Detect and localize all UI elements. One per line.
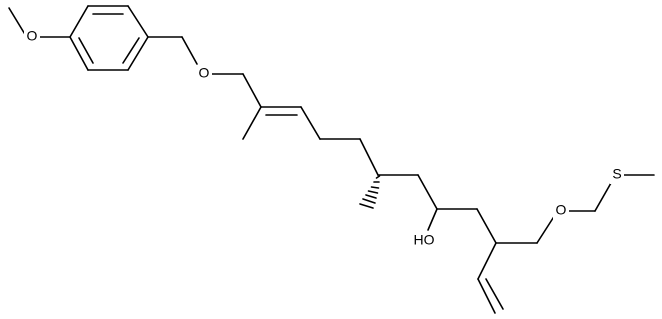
bond-ring-3 — [127, 5, 149, 38]
bond-ring-4 — [127, 36, 149, 71]
oxygen-methoxy-atom: O — [24, 28, 40, 46]
bond-ch2-c-alkene — [242, 73, 262, 108]
bond-ring-6 — [69, 36, 89, 71]
bond-chain-4 — [417, 174, 438, 210]
oxygen-benzyl-ether-atom: O — [196, 65, 212, 83]
oxygen-mom-ether-label: O — [556, 202, 567, 218]
bond-ring-inner-right — [122, 37, 140, 64]
hydroxyl-label: HO — [414, 232, 435, 248]
hydroxyl-atom: HO — [411, 232, 437, 250]
oxygen-benzyl-ether-label: O — [199, 65, 210, 81]
oxygen-methoxy-label: O — [27, 28, 38, 44]
bond-ch2-o-benzyl — [181, 36, 198, 65]
bond-ch2-s — [594, 182, 612, 212]
bond-chain-6 — [476, 208, 497, 244]
bond-chain-2 — [359, 138, 379, 176]
bond-c-alkene-methyl — [242, 106, 262, 140]
oxygen-mom-ether-atom: O — [553, 202, 569, 220]
bond-carbinol-oh — [427, 208, 438, 231]
bond-vinyl-double-a — [477, 278, 496, 314]
bond-ch2-o-right — [536, 214, 556, 244]
sulfur-atom: S — [610, 166, 624, 184]
bond-vinyl-1 — [477, 242, 497, 280]
atom-labels: O O HO O S — [24, 28, 624, 250]
bonds — [8, 5, 655, 314]
bond-vinyl-double-b — [485, 278, 504, 310]
bond-ring-1 — [69, 5, 89, 38]
sulfur-label: S — [612, 166, 621, 182]
bond-alkene-chain — [300, 106, 321, 140]
bond-methyl-o-methoxy — [8, 7, 27, 37]
hashed-wedge-bond — [359, 175, 381, 209]
bond-ring-inner-left — [78, 37, 94, 64]
